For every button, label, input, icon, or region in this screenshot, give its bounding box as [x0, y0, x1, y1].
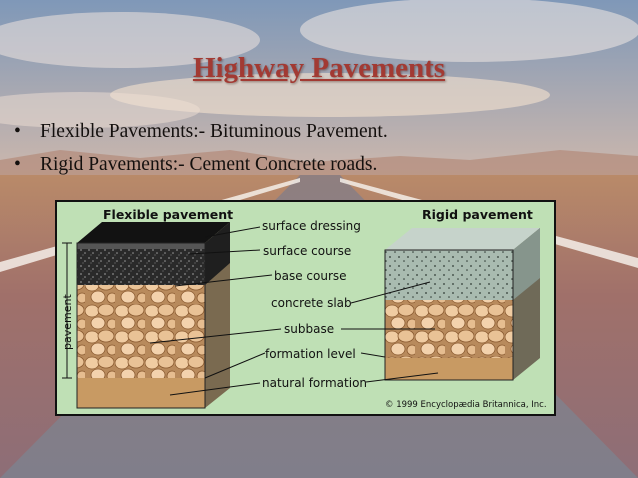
- copyright-text: © 1999 Encyclopædia Britannica, Inc.: [385, 400, 547, 410]
- layer-label-surface-course: surface course: [263, 244, 351, 258]
- layer-label-formation-level: formation level: [265, 347, 356, 361]
- pavement-cross-section-diagram: pavement Flexible pavement Rigid pavemen…: [55, 200, 556, 416]
- bullet-list: • Flexible Pavements:- Bituminous Pavemen…: [14, 119, 388, 185]
- bullet-text: Flexible Pavements:- Bituminous Pavement…: [40, 121, 388, 142]
- flexible-pavement-block: [76, 222, 230, 409]
- flexible-pavement-heading: Flexible pavement: [103, 207, 233, 222]
- bullet-item: • Flexible Pavements:- Bituminous Pavemen…: [14, 119, 388, 152]
- rigid-pavement-block: [384, 228, 540, 381]
- pavement-side-label: pavement: [61, 294, 74, 350]
- slide-title: Highway Pavements: [192, 52, 446, 84]
- layer-label-concrete-slab: concrete slab: [271, 296, 352, 310]
- bullet-dot: •: [14, 121, 21, 142]
- pavement-bracket: [62, 242, 72, 379]
- rigid-pavement-heading: Rigid pavement: [422, 207, 533, 222]
- bullet-text: Rigid Pavements:- Cement Concrete roads.: [40, 154, 378, 175]
- layer-label-subbase: subbase: [284, 322, 334, 336]
- layer-label-natural-formation: natural formation: [262, 376, 367, 390]
- bullet-dot: •: [14, 154, 21, 175]
- bullet-item: • Rigid Pavements:- Cement Concrete roads…: [14, 152, 388, 185]
- layer-label-surface-dressing: surface dressing: [262, 219, 361, 233]
- layer-label-base-course: base course: [274, 269, 347, 283]
- leader-lines: [149, 226, 439, 396]
